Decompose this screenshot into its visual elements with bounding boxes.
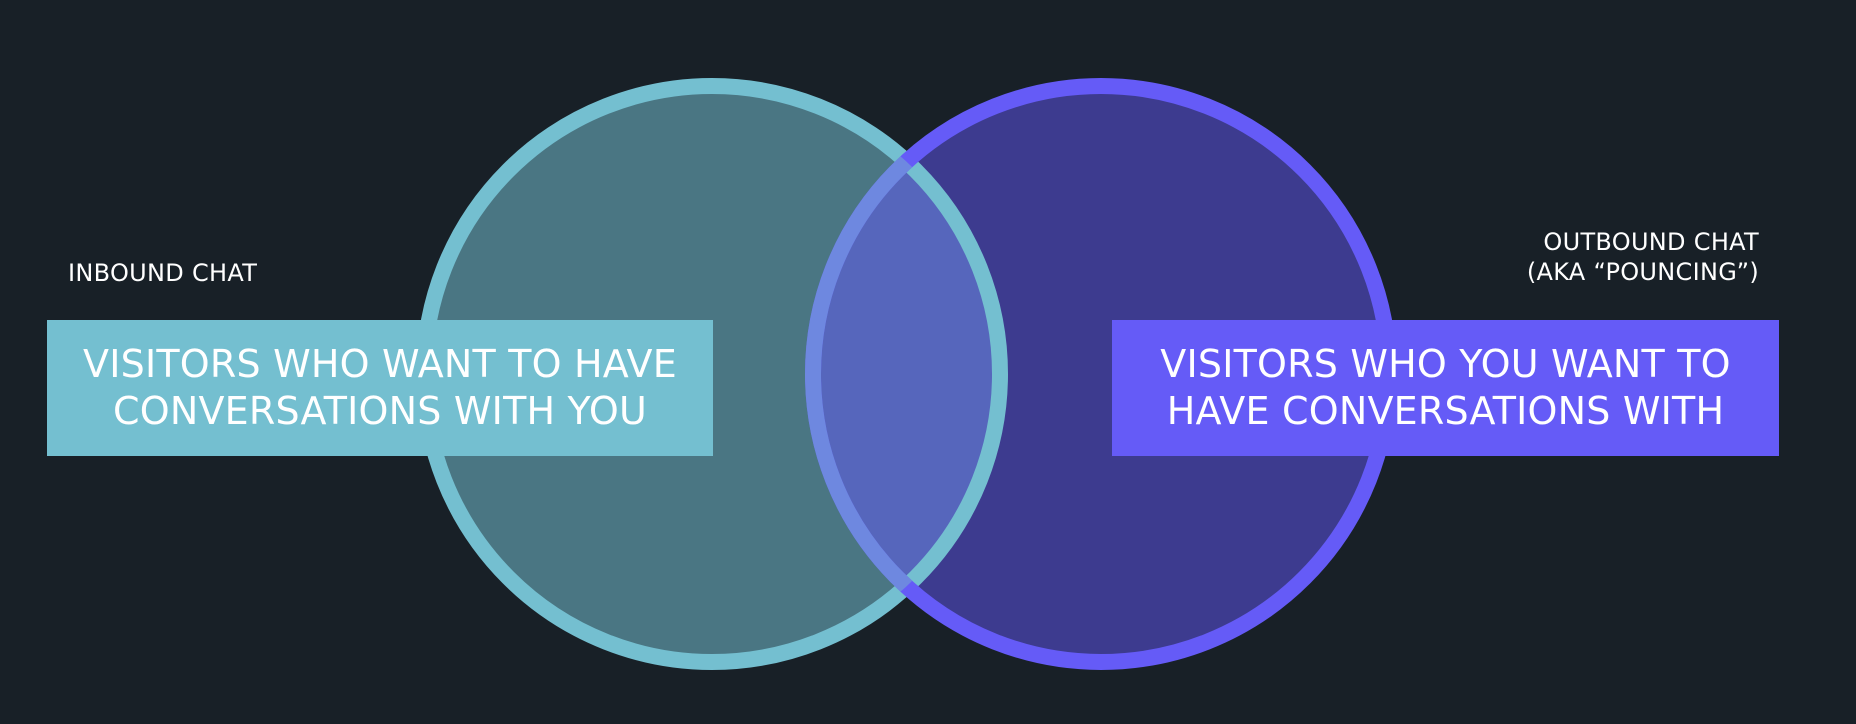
outbound-chat-label-line1: OUTBOUND CHAT: [1543, 228, 1759, 256]
overlap-outline: [805, 86, 1000, 662]
inbound-description-line1: VISITORS WHO WANT TO HAVE: [83, 342, 677, 386]
outbound-description-box: VISITORS WHO YOU WANT TO HAVE CONVERSATI…: [1112, 320, 1779, 456]
outbound-description-line2: HAVE CONVERSATIONS WITH: [1166, 389, 1725, 433]
outbound-description-line1: VISITORS WHO YOU WANT TO: [1160, 342, 1731, 386]
inbound-chat-label: INBOUND CHAT: [68, 259, 258, 287]
inbound-description-line2: CONVERSATIONS WITH YOU: [112, 389, 647, 433]
outbound-chat-label-line2: (AKA “POUNCING”): [1526, 258, 1759, 286]
inbound-description-box: VISITORS WHO WANT TO HAVE CONVERSATIONS …: [47, 320, 713, 456]
outbound-chat-label: OUTBOUND CHAT (AKA “POUNCING”): [1527, 227, 1759, 287]
